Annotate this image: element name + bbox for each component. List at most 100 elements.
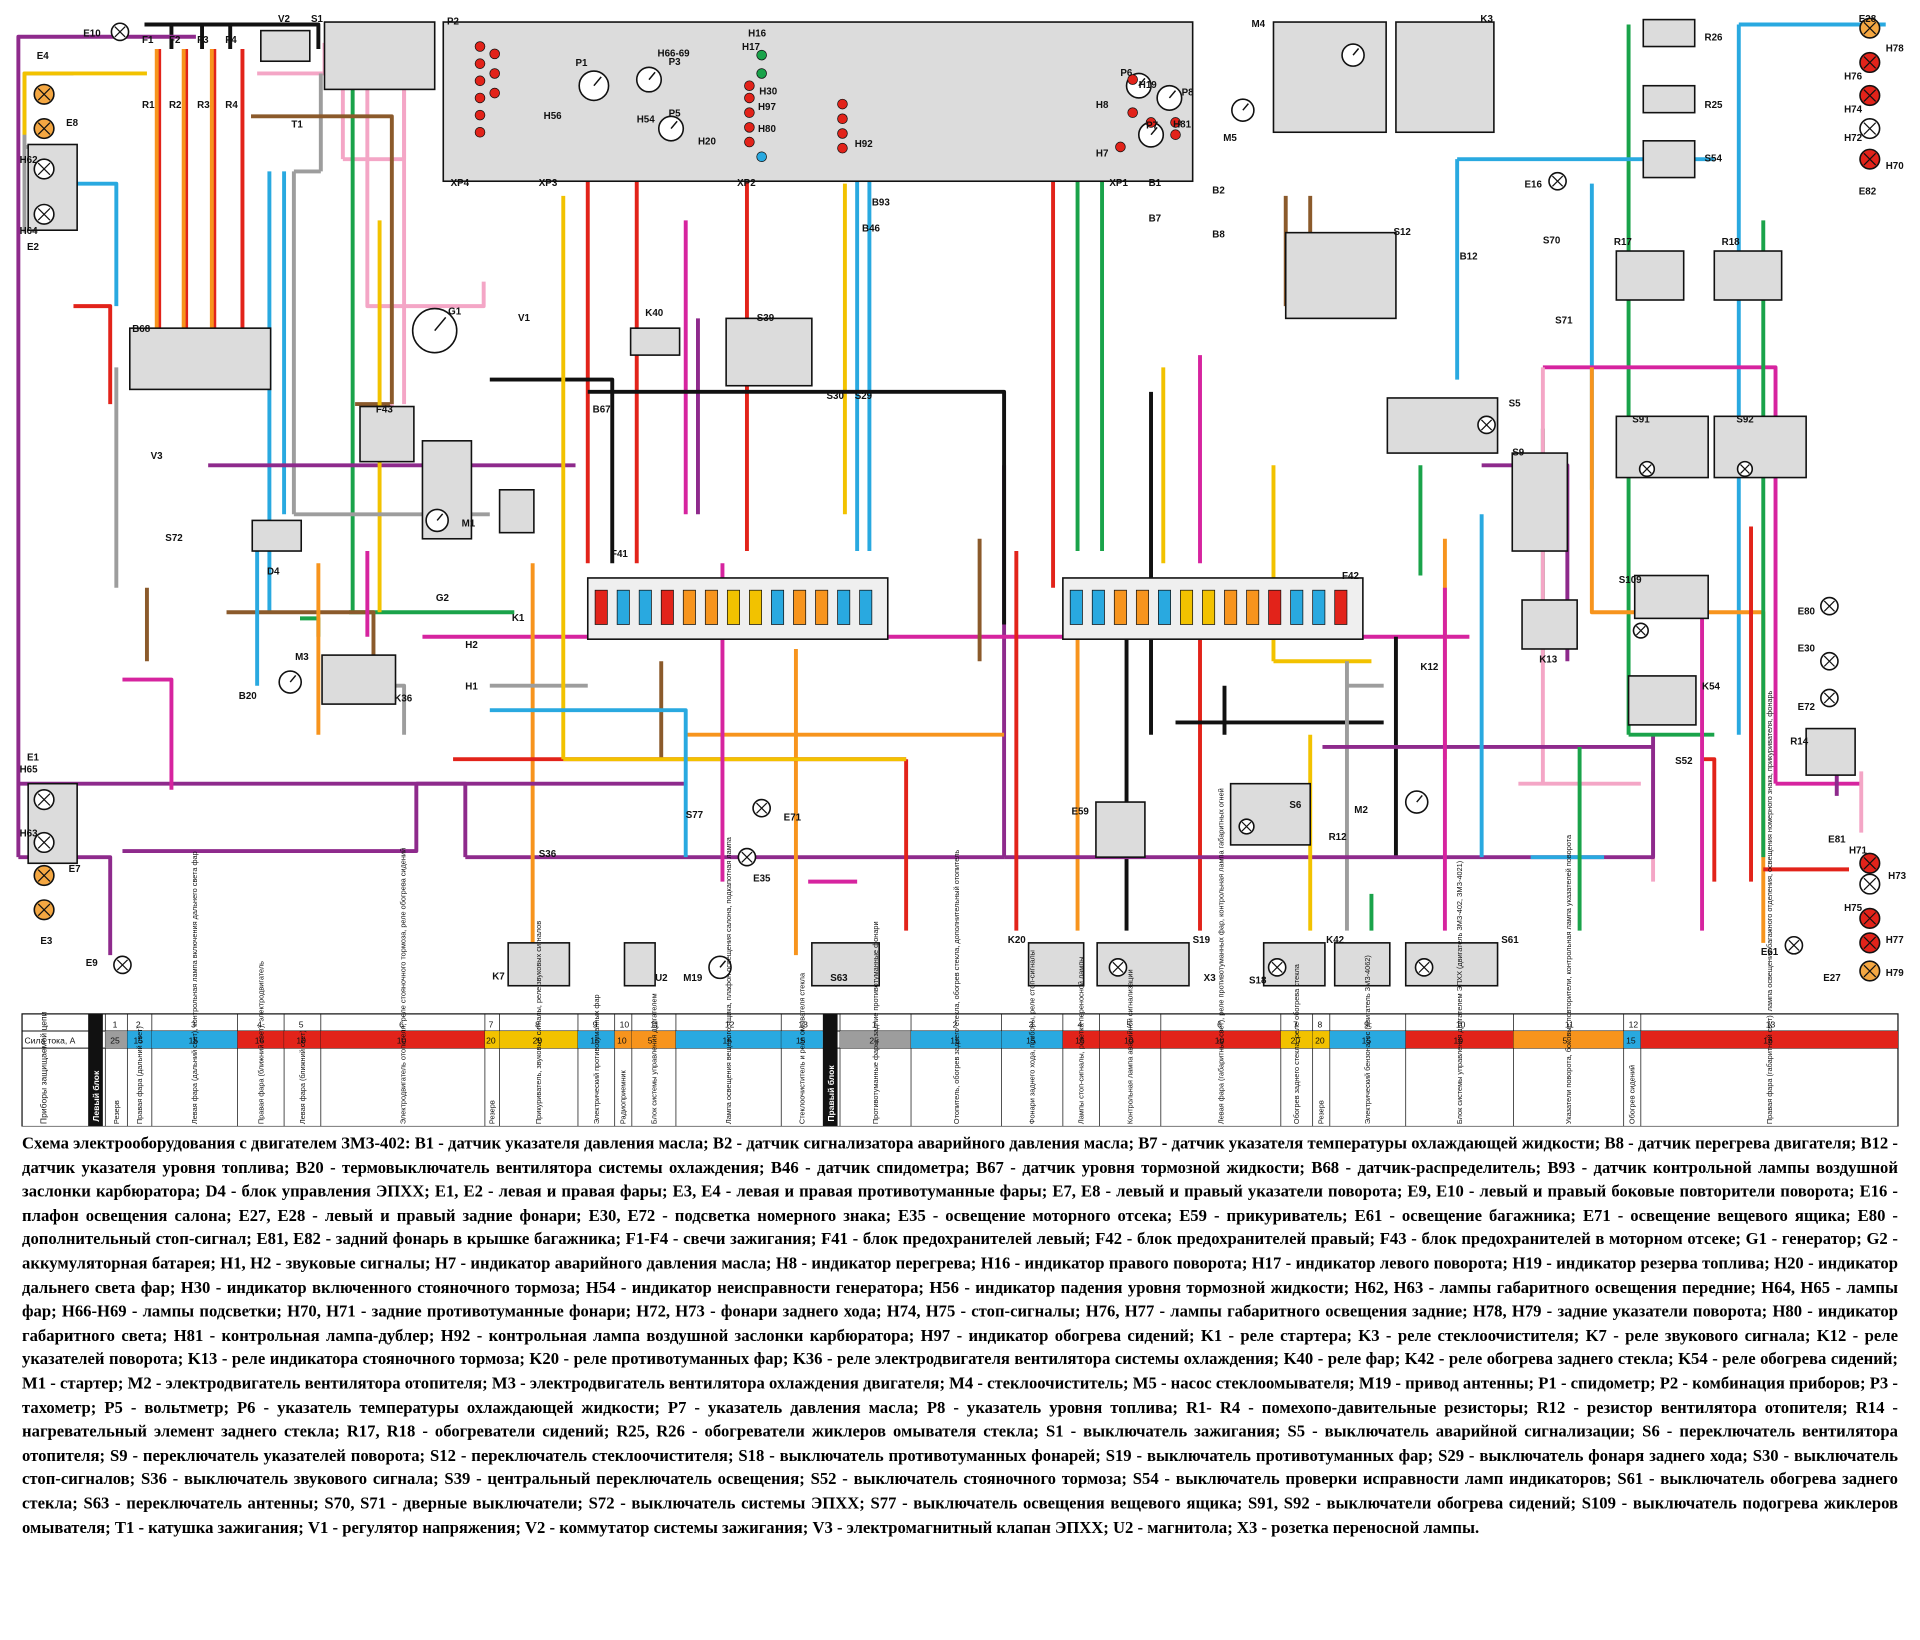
right-desc-4: Контрольная лампа аварийной сигнализации [1126,969,1135,1124]
lamp-s109-cross [1635,625,1646,636]
starter-motor-m1-needle [436,513,444,521]
lamp-h73-cross [1863,877,1877,891]
label-right-s92: S92 [1736,414,1754,425]
indicator-18 [837,113,848,125]
wires [16,22,1886,956]
left-block-label: Левый блок [91,1070,101,1122]
label-left-h54: H54 [637,114,656,125]
indicator-16 [756,151,767,163]
label-left-m3: M3 [295,652,309,663]
lamp-e61-cross [1788,939,1800,951]
lamp-s61-cross [1418,961,1430,973]
label-left-b67: B67 [593,405,612,416]
right-desc-1: Отопитель, обогрев заднего стекла, обогр… [952,850,961,1124]
label-left-s36: S36 [539,849,557,860]
indicator-21 [1127,74,1138,85]
right-current-6: 20 [1291,1035,1301,1045]
label-right-e61: E61 [1761,947,1779,958]
label-left-e7: E7 [69,864,82,875]
left-current-bg-4 [284,1031,321,1049]
lamp-e10-cross [114,26,126,38]
label-right-p8: P8 [1182,88,1195,99]
label-right-x3: X3 [1204,973,1217,984]
label-left-b68: B68 [132,324,151,335]
turn-switch-s9 [1511,452,1569,552]
left-num-8: 9 [593,1019,598,1029]
fan-motor-m3-needle [289,674,297,683]
left-num-7: 8 [535,1019,540,1029]
washer-pump-m5-needle [1242,103,1249,111]
label-right-r17: R17 [1614,237,1633,248]
label-left-p1: P1 [576,58,589,69]
wiper-m4 [1272,21,1387,134]
fuse-right-8 [1246,589,1260,625]
label-right-k12: K12 [1420,662,1439,673]
antenna-motor-m19-needle [719,960,727,968]
label-left-h1: H1 [465,681,478,692]
lamp-h64-cross [37,207,51,221]
left-current-12: 15 [796,1035,806,1045]
label-left-h92: H92 [855,139,874,150]
fuse-left-11 [837,589,851,625]
lamp-h72-cross [1863,122,1877,135]
fuse-right-12 [1334,589,1348,625]
right-current-bg-9 [1405,1031,1514,1049]
lamp-s19-cross [1112,961,1124,973]
fuse-block-f43 [359,405,415,463]
seat-switch-s92 [1713,415,1807,479]
heater-motor-m2-needle [1416,794,1423,803]
label-right-h78: H78 [1886,43,1905,54]
caption-title: Схема электрооборудования с двигателем З… [22,1133,411,1153]
relay-k7 [507,942,571,987]
label-left-f41: F41 [611,549,628,560]
left-current-bg-5 [320,1031,485,1049]
washer-heater-r26 [1642,18,1696,48]
label-left-s63: S63 [830,973,848,984]
label-right-b12: B12 [1460,252,1479,263]
label-right-e81: E81 [1828,834,1846,845]
generator-g1-needle [434,316,447,332]
wire-1 [154,48,214,368]
lamp-e72-cross [1823,692,1835,704]
left-current-5: 10 [397,1035,407,1045]
label-right-s70: S70 [1543,236,1561,247]
fuse-left-4 [682,589,696,625]
right-block-label: Правый блок [826,1065,836,1122]
right-num-0: 1 [872,1019,877,1029]
label-left-m1: M1 [462,519,476,530]
left-desc-9: Радиоприемник [619,1070,628,1125]
indicator-22 [1127,107,1138,118]
right-desc-2: Фонари заднего хода, приборы, реле стоп-… [1028,950,1037,1124]
label-left-h80: H80 [758,124,777,135]
label-right-h70: H70 [1886,161,1905,172]
left-current-bg-9 [614,1031,632,1049]
left-desc-6: Резерв [488,1100,497,1124]
label-left-e4: E4 [37,51,50,62]
label-right-b8: B8 [1212,230,1225,241]
lamp-s6-cross [1241,821,1252,832]
distributor-b68 [129,327,272,391]
label-right-e80: E80 [1798,607,1816,618]
lamp-e30-cross [1823,655,1835,667]
label-left-h16: H16 [748,29,767,40]
right-current-1: 15 [950,1035,960,1045]
fuse-left-12 [859,589,873,625]
right-current-11: 15 [1626,1035,1636,1045]
lamp-h63-cross [37,836,51,849]
label-left-e8: E8 [66,118,79,129]
fuse-right-7 [1224,589,1238,625]
fuse-right-2 [1113,589,1127,625]
label-right-h79: H79 [1886,968,1905,979]
right-num-1: 2 [953,1019,958,1029]
label-left-t1: T1 [291,119,303,130]
left-desc-10: Блок системы управления двигателем [649,993,658,1124]
label-right-h19: H19 [1139,80,1158,91]
indicator-23 [1170,117,1181,128]
label-left-h63: H63 [20,828,39,839]
label-left-h97: H97 [758,102,777,113]
label-right-h72: H72 [1844,133,1863,144]
left-current-0: 25 [110,1035,120,1045]
label-right-e16: E16 [1525,179,1543,190]
